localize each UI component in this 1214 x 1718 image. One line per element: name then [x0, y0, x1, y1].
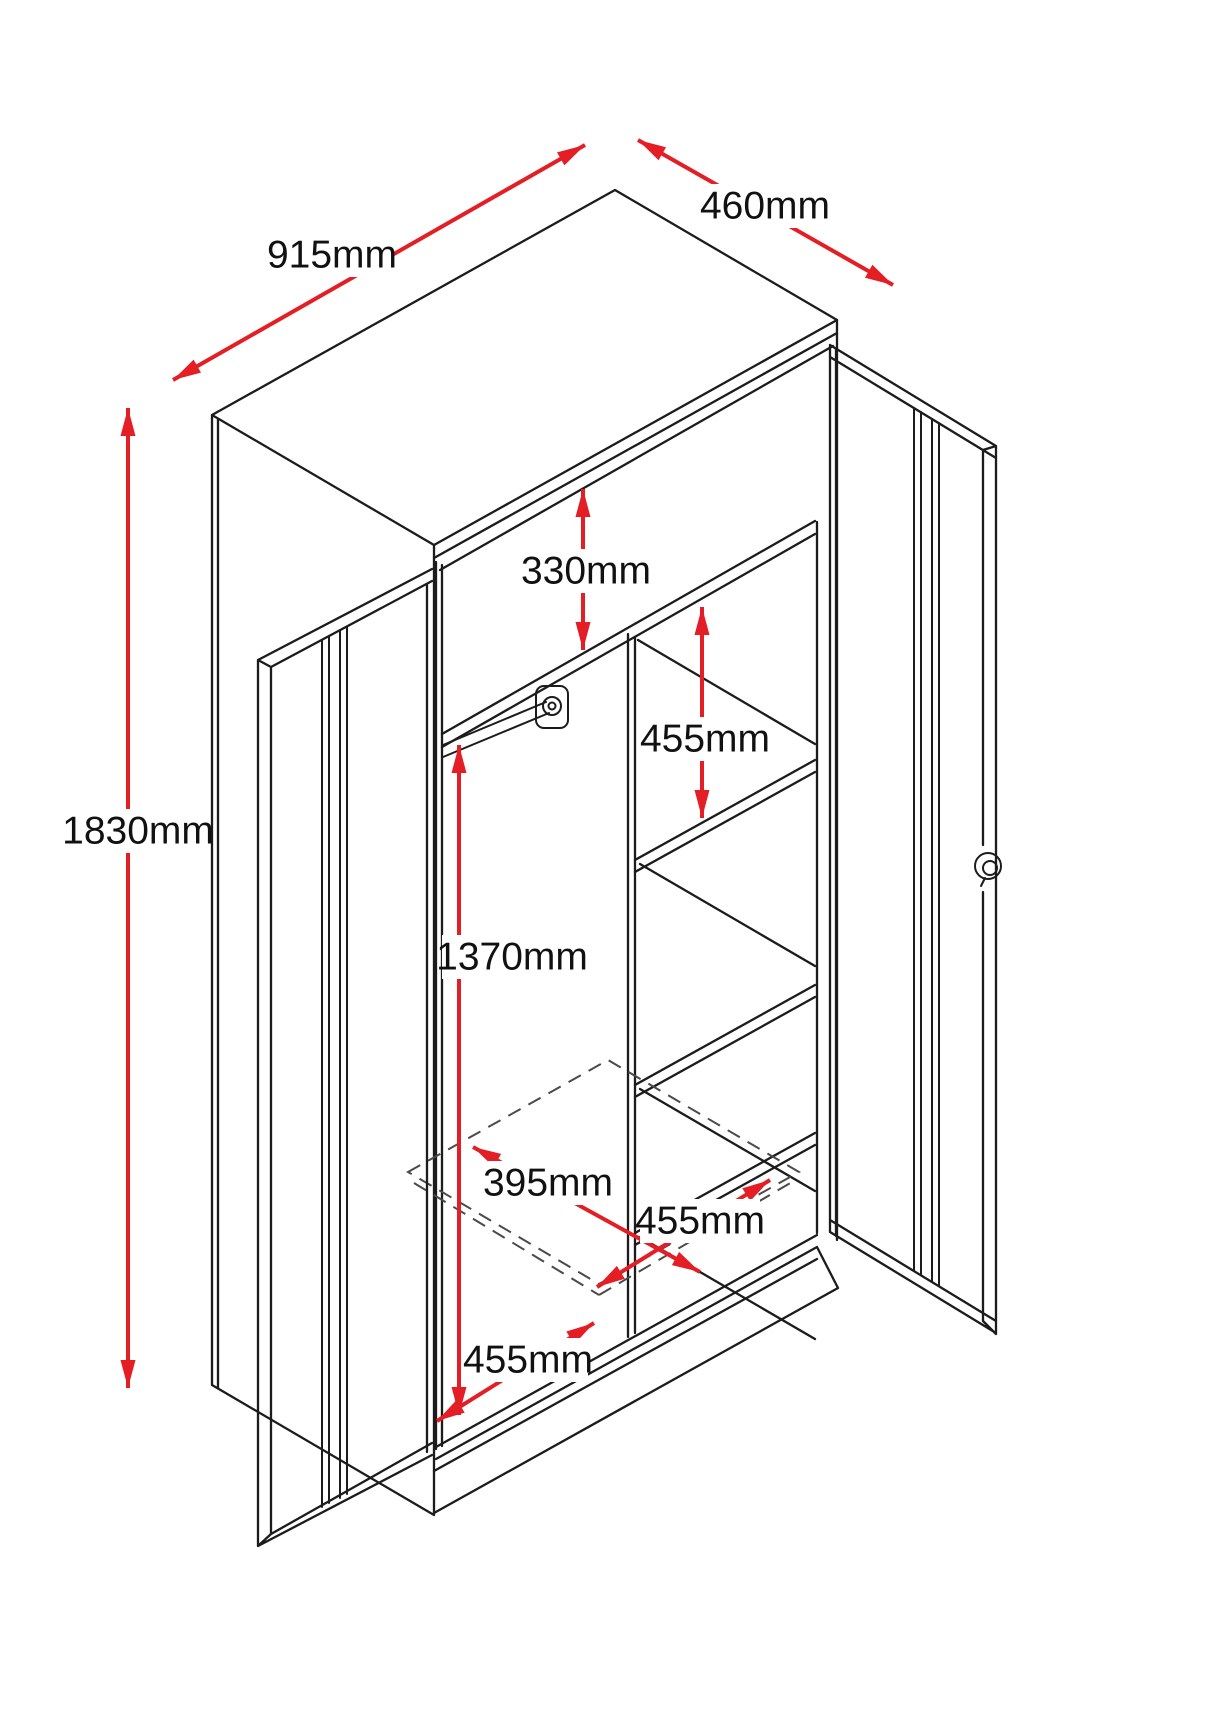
cabinet-interior-edges [434, 331, 839, 1451]
dimension-arrow-1370 [451, 745, 467, 1415]
left-door [256, 567, 434, 1548]
hanging-rail [442, 685, 569, 758]
dimension-label-460: 460mm [700, 184, 830, 228]
dimension-label-330: 330mm [521, 549, 651, 593]
depth-value: 460mm [700, 185, 830, 228]
dimension-label-1370: 1370mm [436, 935, 588, 979]
dimension-label-915: 915mm [267, 233, 397, 277]
dimension-label-1830: 1830mm [62, 809, 214, 853]
left-door-grooves [321, 626, 348, 1508]
dimension-label-455-mid: 455mm [635, 1199, 765, 1243]
width-value: 915mm [267, 234, 397, 277]
right-shelf-2 [633, 758, 817, 968]
dimension-label-395: 395mm [483, 1161, 613, 1205]
cabinet-base [432, 1233, 840, 1515]
shelf-spacing-value: 455mm [640, 718, 770, 761]
right-door [828, 343, 1002, 1336]
right-column-width-value: 455mm [635, 1200, 765, 1243]
dimension-arrow-1830 [120, 408, 136, 1388]
hanging-height-value: 1370mm [436, 936, 588, 979]
shelf-depth-value: 395mm [483, 1162, 613, 1205]
left-door-outline [256, 567, 434, 1548]
dimension-label-455-bottom: 455mm [463, 1338, 593, 1382]
height-value: 1830mm [62, 810, 214, 853]
cabinet-left-panel [210, 413, 436, 1517]
door-lock [974, 852, 1002, 887]
center-divider [626, 632, 637, 1339]
right-shelf-3 [633, 983, 817, 1193]
left-compartment-width-value: 455mm [463, 1339, 593, 1382]
right-door-grooves [913, 407, 940, 1287]
rail-bracket [535, 685, 569, 729]
dimension-arrow-455-shelf [694, 607, 710, 818]
dimension-label-455-shelf: 455mm [640, 717, 770, 761]
dimension-labels: 915mm 460mm 1830mm 330mm 455mm 1370mm 39… [62, 184, 830, 1382]
cabinet-structure [210, 188, 840, 1517]
top-gap-value: 330mm [521, 550, 651, 593]
